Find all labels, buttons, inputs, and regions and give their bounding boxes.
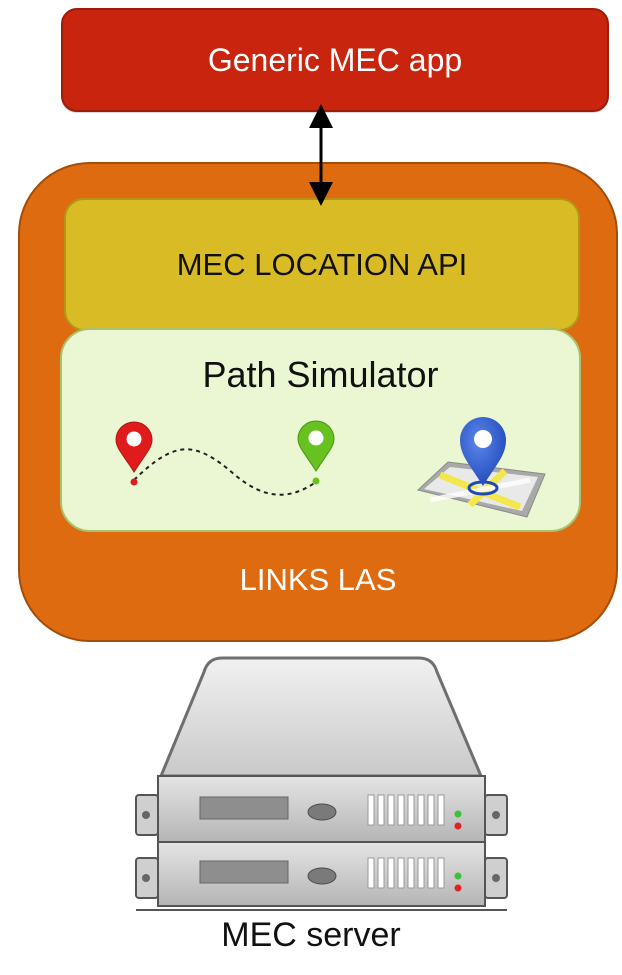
mec-location-api-label: MEC LOCATION API	[176, 246, 468, 282]
dashed-path-icon	[133, 448, 317, 496]
path-simulator-title: Path Simulator	[202, 354, 439, 395]
location-pin-icon	[115, 421, 153, 486]
location-pin-icon	[297, 420, 335, 485]
mec-location-api-box: MEC LOCATION API	[64, 198, 580, 331]
map-pin-icon	[416, 417, 546, 518]
links-las-label: LINKS LAS	[239, 562, 397, 597]
mec-server-label: MEC server	[221, 916, 401, 954]
generic-mec-app-box: Generic MEC app	[61, 8, 609, 112]
server-rack-icon	[135, 656, 508, 911]
generic-mec-app-label: Generic MEC app	[207, 41, 463, 78]
